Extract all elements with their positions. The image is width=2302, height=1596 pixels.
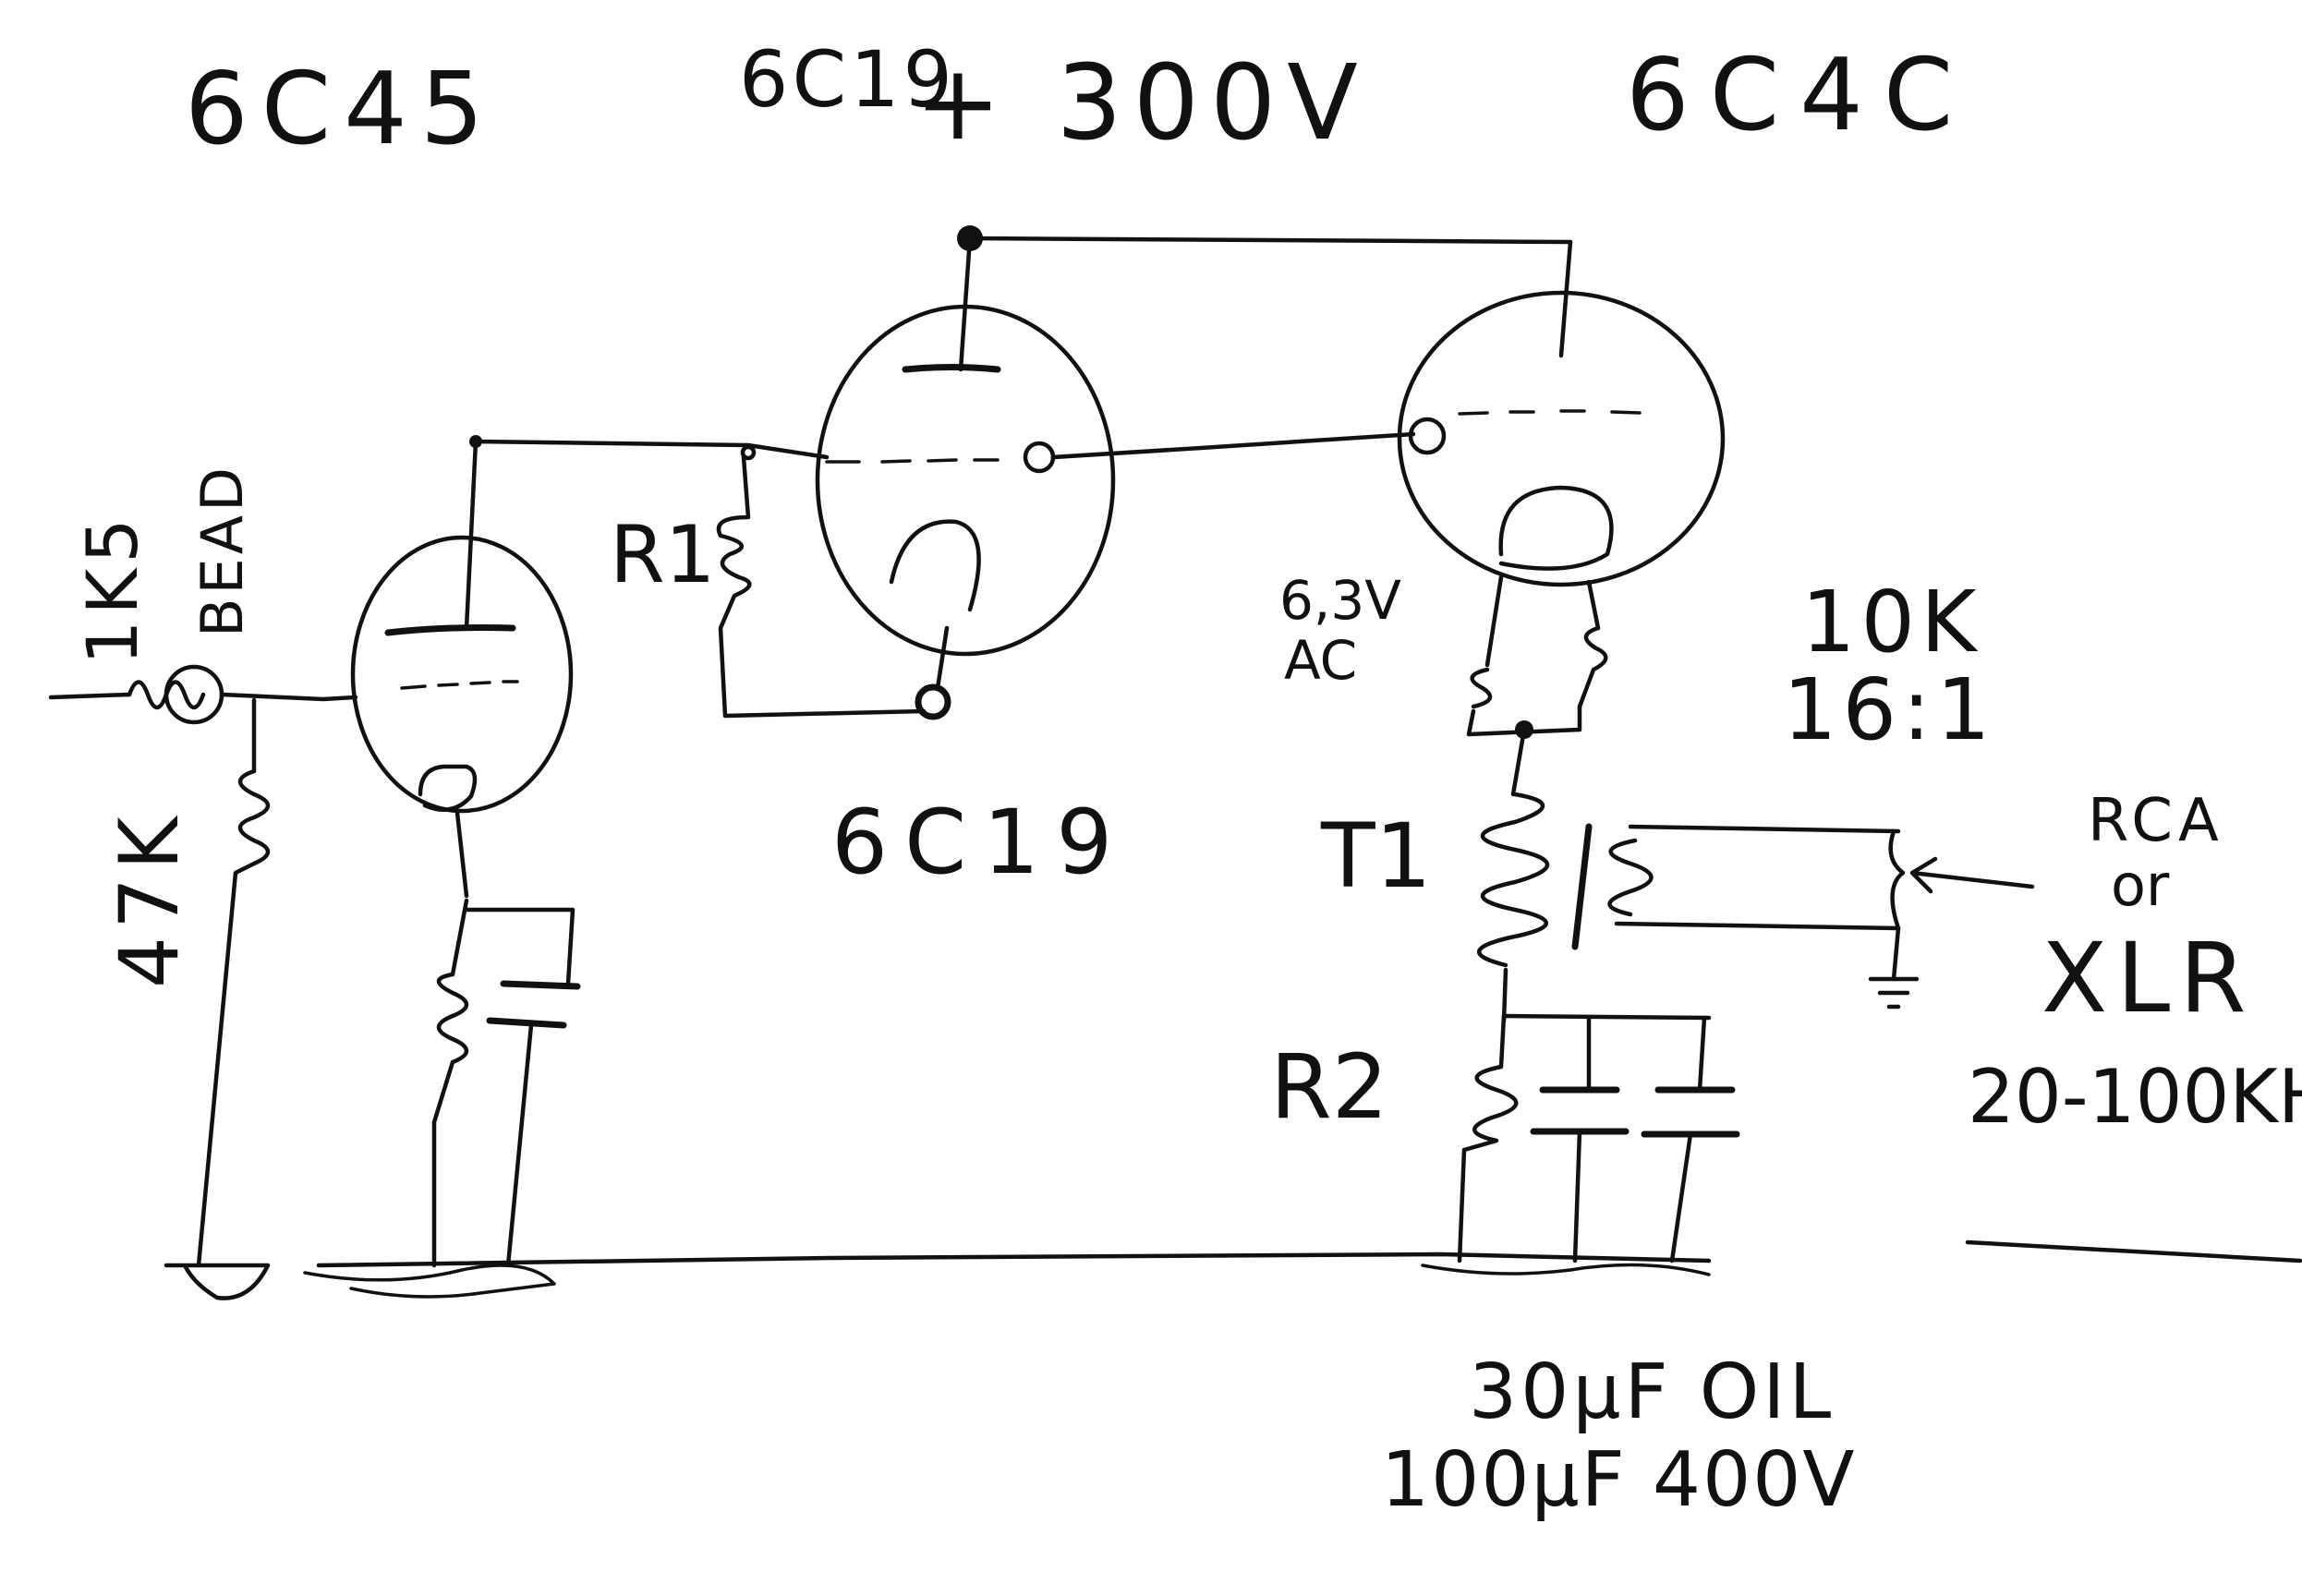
tube-6c45-cathode [418,764,478,812]
heater-right-wire [1586,579,1601,631]
input-ground [164,1263,271,1300]
label-transformer: T1 [1320,804,1432,908]
output-connector [1868,828,2035,1010]
6c45-bypass-wire [464,907,576,986]
label-transformer-impedance: 10K [1801,573,1981,671]
r2-resistor [1457,1013,1519,1264]
grid-6c19-pin [1023,441,1056,474]
6c45-bypass-cap-lead [505,1022,534,1268]
label-cap-foil: 30µF OIL [1469,1348,1835,1436]
label-output-rca: RCA [2088,787,2224,855]
heater-left-coil [1470,667,1493,709]
transformer-t1 [1477,727,1901,1023]
tube-6c19-cathode [889,519,981,612]
t1-core [1571,823,1593,950]
t1-secondary-coil [1607,838,1654,917]
plate-to-grid-wire [464,439,830,631]
t1-primary-out [1501,967,1508,1023]
tube-6c4c-envelope [1397,290,1726,587]
input-wire [48,692,132,700]
r2-cap-network [1457,1013,1740,1264]
6c45-cathode-wire [454,810,469,899]
tube-6c45-grid [400,680,519,690]
label-bead: BEAD [188,464,256,637]
bandwidth-underline [1965,1239,2302,1264]
tube-6c4c [1397,290,1726,587]
label-cap-main: 100µF 400V [1381,1436,1857,1524]
label-transformer-ratio: 16:1 [1783,660,1996,759]
6c45-cathode-network [431,810,581,1268]
b-plus-rail [957,225,1573,372]
bead-to-grid [219,692,358,702]
label-tube-middle: 6C19 [831,791,1129,894]
label-heater-ac: AC [1284,629,1357,692]
b-plus-to-6c19-plate [958,236,973,372]
label-grid-resistor: 47K [102,809,197,988]
ground-bus-scribble [303,1263,1711,1299]
heater-left-wire [1484,574,1504,668]
output-ground [1868,976,1920,1010]
tube-6c45-plate [384,624,516,636]
heater-right-coil [1577,625,1608,709]
input-bead [164,664,224,725]
cap2-bottom-lead [1669,1131,1693,1264]
b-plus-wire [967,236,1573,245]
tube-6c45-envelope [350,535,574,814]
6c45-cathode-resistor [431,898,469,1268]
label-bandwidth: 20-100KHz [1968,1054,2302,1140]
label-output-or: or [2111,852,2170,919]
input-network [48,664,358,1300]
grid-resistor-47k [196,768,271,1268]
label-input-resistor-group: 1K5 [71,513,153,665]
tube-6c19-plate [902,364,1001,373]
label-r2: R2 [1270,1035,1388,1139]
label-r1: R1 [610,509,715,601]
resistor-r1 [716,454,951,720]
b-plus-to-6c4c-plate [1558,239,1573,358]
tube-6c19-grid [825,458,1000,464]
label-output-xlr: XLR [2042,922,2255,1034]
label-supply-voltage: + 300V [915,43,1369,163]
6c19-cathode-node [915,683,951,720]
t1-secondary-top-wire [1628,824,1901,834]
t1-primary-in [1510,727,1527,797]
tube-6c4c-grid [1458,409,1642,416]
r2-cap-top-bus [1501,1013,1712,1021]
label-tube-left: 6C45 [185,52,497,167]
ground-bus [316,1251,1712,1268]
6c45-bypass-cap-plate-top [500,980,581,990]
label-input-resistor: 1K5 [71,513,153,665]
cap2-top-lead [1697,1015,1707,1093]
6c45-bypass-cap-plate-bottom [486,1017,567,1029]
label-bead-group: BEAD [188,464,256,637]
cap1-bottom-lead [1572,1129,1582,1264]
tube-6c4c-cathode [1498,485,1614,571]
label-heater-voltage: 6,3V [1279,569,1401,632]
t1-secondary-bottom-wire [1614,921,1901,931]
tube-6c45 [350,535,574,814]
interstage-wire [464,417,1447,631]
tube-6c19-envelope [815,304,1116,657]
label-tube-middle-top: 6C19 [739,34,956,125]
grid-6c4c-pin [1408,417,1447,455]
6c19-grid-to-6c4c-grid [1050,431,1416,460]
r1-top-node [740,444,757,461]
label-tube-right: 6C4C [1626,38,1973,153]
tube-6c19 [815,304,1116,657]
r1-coil [716,454,927,719]
6c4c-heater [1466,574,1608,739]
output-pot [1888,828,1906,982]
t1-primary-coil [1477,792,1549,968]
6c19-cathode-wire [935,625,950,691]
output-arrow [1909,856,2035,894]
label-grid-resistor-group: 47K [102,809,197,988]
